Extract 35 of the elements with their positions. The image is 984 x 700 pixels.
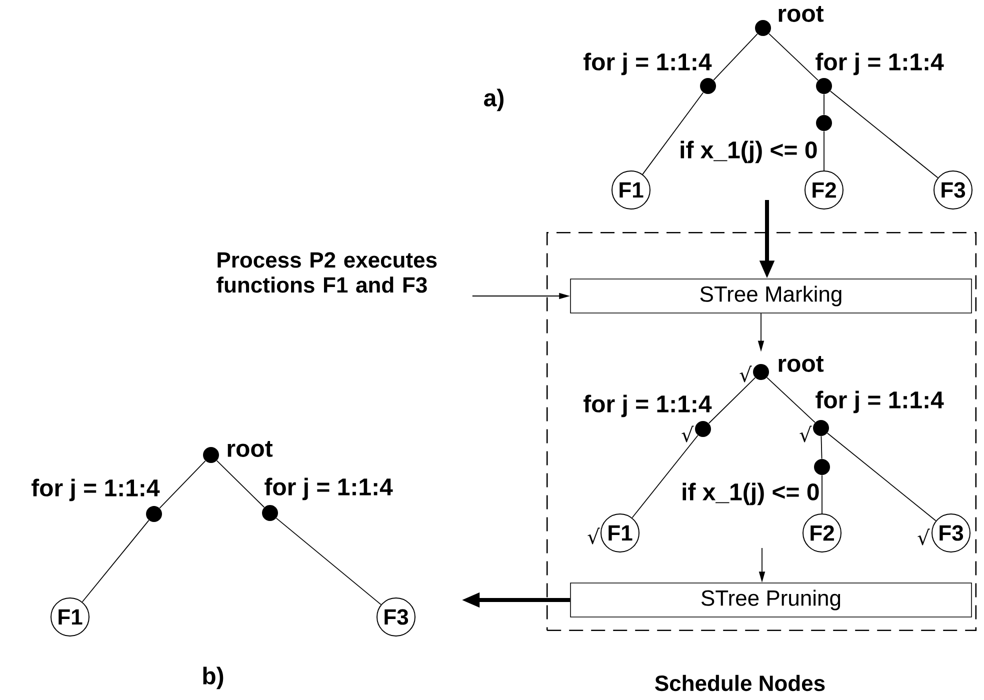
tree-line (830, 90, 938, 178)
tree-line (708, 377, 756, 424)
tree-line (159, 460, 206, 509)
check-mark: √ (682, 426, 694, 442)
node-label: for j = 1:1:4 (816, 390, 944, 414)
check-mark: √ (740, 366, 752, 382)
frame-heading: Schedule Nodes (655, 674, 825, 692)
node-label: for j = 1:1:4 (584, 394, 712, 418)
node-label: if x_1(j) <= 0 (680, 140, 817, 164)
process-box: STree Marking (570, 278, 972, 314)
node-label: for j = 1:1:4 (584, 52, 712, 76)
check-mark: √ (918, 528, 930, 546)
check-mark: √ (800, 426, 812, 442)
tree-line (216, 460, 265, 508)
tree-line (768, 33, 819, 81)
tree-line (820, 436, 822, 460)
node-label: root (228, 441, 273, 457)
tree-line (82, 520, 150, 602)
tree-line (632, 434, 698, 518)
check-mark: √ (588, 528, 600, 544)
panel-label: b) (203, 666, 224, 690)
tree-line (826, 432, 936, 522)
process-box: STree Pruning (570, 582, 972, 618)
panel-label: a) (484, 88, 504, 112)
tree-line (713, 34, 758, 80)
node-label: root (778, 6, 824, 22)
tree-line (642, 92, 704, 175)
tree-line (276, 518, 382, 606)
annotation-text: Process P2 executes functions F1 and F3 (216, 252, 437, 293)
node-label: for j = 1:1:4 (32, 478, 160, 502)
node-label: for j = 1:1:4 (816, 52, 944, 76)
node-label: root (778, 356, 824, 372)
tree-line (766, 377, 816, 423)
node-label: if x_1(j) <= 0 (682, 482, 819, 506)
node-label: for j = 1:1:4 (264, 478, 393, 500)
